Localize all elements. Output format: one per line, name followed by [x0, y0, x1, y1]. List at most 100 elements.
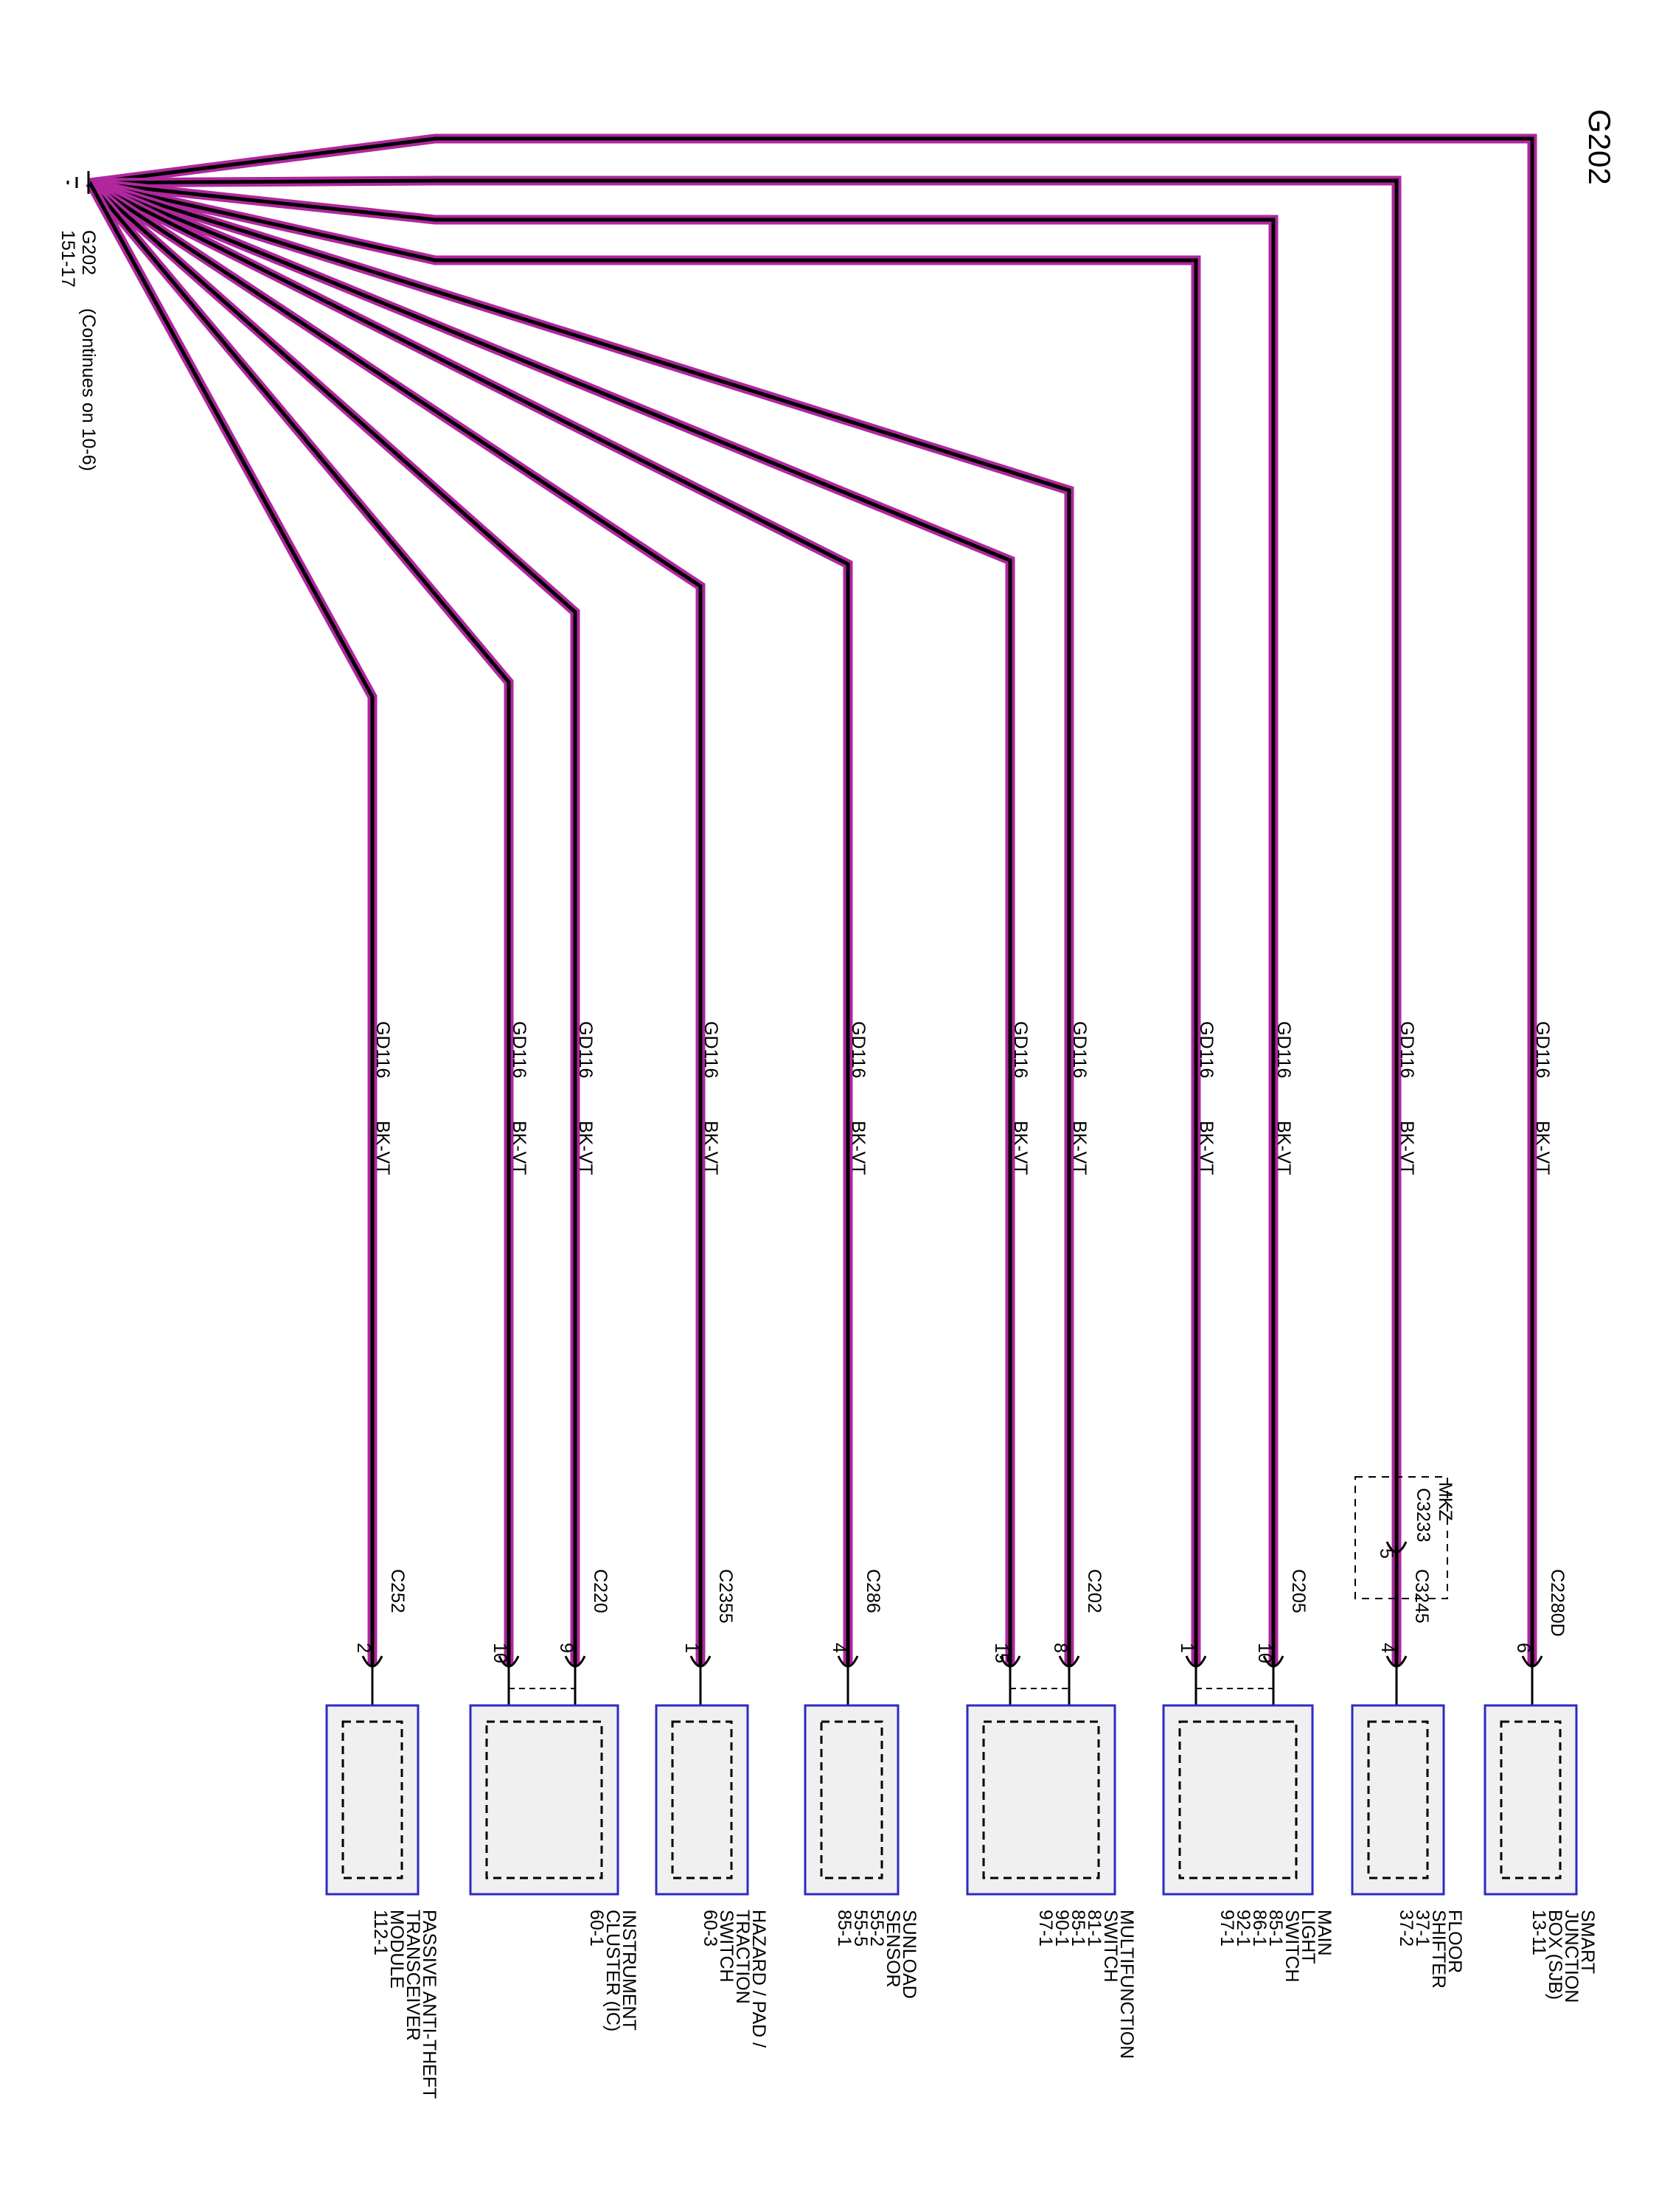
component-inner-sunload: [820, 1720, 883, 1879]
wire-core-cluster-a: [88, 181, 577, 1665]
component-label-floor-shifter-0: FLOOR: [1444, 1910, 1465, 1973]
component-inner-hazard: [671, 1720, 733, 1879]
component-label-multifunction-4: 90-1: [1051, 1910, 1072, 1947]
component-label-sjb-3: 13-11: [1528, 1910, 1549, 1955]
diagram-title: G202: [1582, 109, 1617, 185]
wire-core-multifunction-a: [89, 181, 1071, 1665]
pin-number-sjb: 6: [1513, 1643, 1534, 1653]
ground-continues-note: (Continues on 10-6): [78, 308, 99, 471]
connector-name-main-light-a: C205: [1288, 1569, 1309, 1613]
pin-number-cluster-b: 10: [490, 1643, 510, 1663]
component-inner-floor-shifter: [1367, 1720, 1429, 1879]
wire-cluster-b: [86, 179, 514, 1665]
component-label-multifunction-1: SWITCH: [1100, 1910, 1121, 1983]
component-inner-multifunction: [982, 1720, 1100, 1879]
wire-color-label-sunload: BK-VT: [848, 1121, 869, 1175]
component-label-main-light-1: LIGHT: [1298, 1910, 1318, 1964]
wire-color-label-sjb: BK-VT: [1532, 1121, 1553, 1175]
wire-pats: [86, 180, 378, 1665]
wire-color-label-hazard: BK-VT: [700, 1121, 721, 1175]
component-label-cluster-1: CLUSTER (IC): [602, 1910, 623, 2031]
wire-core-hazard: [88, 181, 703, 1665]
component-label-main-light-5: 92-1: [1233, 1910, 1253, 1947]
wires-layer: [86, 133, 1543, 1668]
circuit-label-multifunction-b: GD116: [1010, 1021, 1031, 1078]
wire-color-label-floor-shifter: BK-VT: [1397, 1121, 1417, 1175]
component-label-hazard-2: SWITCH: [716, 1910, 737, 1983]
wire-multifunction-b: [88, 178, 1015, 1665]
wire-core-sunload: [88, 181, 850, 1665]
component-label-hazard-0: HAZARD / PAD /: [748, 1910, 769, 2048]
component-inner-cluster: [485, 1720, 603, 1879]
component-label-pats-0: PASSIVE ANTI-THEFT: [419, 1910, 439, 2099]
component-inner-sjb: [1500, 1720, 1562, 1879]
labels-layer: GD116BK-VT6C2280DGD116BK-VT4C3245C32335M…: [353, 1021, 1598, 2099]
ground-ref: 151-17: [58, 230, 78, 288]
circuit-label-cluster-a: GD116: [575, 1021, 596, 1078]
component-label-floor-shifter-1: SHIFTER: [1428, 1910, 1449, 1989]
connector-name-multifunction-a: C202: [1084, 1569, 1105, 1613]
wire-core-floor-shifter: [89, 178, 1399, 1665]
wire-core-sjb: [89, 136, 1534, 1665]
component-label-main-light-0: MAIN: [1314, 1910, 1335, 1956]
circuit-label-main-light-b: GD116: [1196, 1021, 1217, 1078]
component-label-floor-shifter-3: 37-2: [1396, 1910, 1416, 1947]
pin-number-hazard: 1: [681, 1643, 702, 1653]
component-label-main-light-6: 97-1: [1217, 1910, 1237, 1947]
component-inner-pats: [341, 1720, 403, 1879]
wire-color-label-multifunction-a: BK-VT: [1069, 1121, 1090, 1175]
component-box-floor-shifter: [1351, 1704, 1445, 1896]
circuit-label-sjb: GD116: [1532, 1021, 1553, 1078]
component-label-main-light-4: 86-1: [1249, 1910, 1270, 1947]
wire-core-multifunction-b: [89, 181, 1012, 1665]
inline-connector-name: C3233: [1413, 1488, 1433, 1543]
circuit-label-floor-shifter: GD116: [1397, 1021, 1417, 1078]
ground-symbol-icon: [66, 171, 90, 194]
component-box-pats: [325, 1704, 420, 1896]
connector-name-hazard: C2355: [715, 1569, 736, 1624]
component-label-multifunction-3: 85-1: [1068, 1910, 1088, 1947]
wire-cluster-a: [86, 179, 580, 1665]
wire-color-label-cluster-b: BK-VT: [509, 1121, 529, 1175]
circuit-label-pats: GD116: [372, 1021, 393, 1078]
pin-number-sunload: 4: [829, 1643, 849, 1653]
component-box-sunload: [804, 1704, 900, 1896]
component-label-sjb-1: JUNCTION: [1561, 1910, 1582, 2003]
inline-connector-pin: 5: [1376, 1548, 1397, 1559]
wire-sunload: [88, 178, 853, 1665]
component-label-sunload-0: SUNLOAD: [899, 1910, 919, 1999]
connector-name-pats: C252: [387, 1569, 408, 1613]
component-label-multifunction-5: 97-1: [1035, 1910, 1056, 1947]
component-box-cluster: [469, 1704, 619, 1896]
component-label-hazard-1: TRACTION: [732, 1910, 753, 2004]
component-label-sunload-1: SENSOR: [883, 1910, 903, 1988]
wire-color-label-main-light-b: BK-VT: [1196, 1121, 1217, 1175]
wire-color-label-cluster-a: BK-VT: [575, 1121, 596, 1175]
component-box-hazard: [655, 1704, 749, 1896]
wire-core-cluster-b: [88, 181, 511, 1665]
wire-color-label-multifunction-b: BK-VT: [1010, 1121, 1031, 1175]
wire-core-main-light-a: [89, 181, 1276, 1665]
mkz-inline-group: [1354, 1476, 1448, 1599]
component-label-pats-1: TRANSCEIVER: [403, 1910, 423, 2041]
inline-connector-arrow: [1385, 1541, 1408, 1554]
wire-core-main-light-b: [89, 181, 1198, 1665]
component-box-multifunction: [966, 1704, 1116, 1896]
circuit-label-multifunction-a: GD116: [1069, 1021, 1090, 1078]
wire-main-light-a: [89, 178, 1279, 1665]
wire-sjb: [89, 133, 1537, 1665]
circuit-label-cluster-b: GD116: [509, 1021, 529, 1078]
inline-variant-label: MKZ: [1435, 1482, 1455, 1521]
component-label-sjb-0: SMART: [1577, 1910, 1598, 1974]
component-label-floor-shifter-2: 37-1: [1412, 1910, 1433, 1947]
pin-number-floor-shifter: 4: [1377, 1643, 1398, 1653]
connector-name-sunload: C286: [863, 1569, 883, 1613]
circuit-label-hazard: GD116: [700, 1021, 721, 1078]
component-label-sjb-2: BOX (SJB): [1545, 1910, 1565, 2000]
component-label-cluster-0: INSTRUMENT: [619, 1910, 639, 2031]
wire-color-label-main-light-a: BK-VT: [1273, 1121, 1294, 1175]
wire-core-pats: [88, 181, 375, 1665]
pin-number-main-light-b: 1: [1177, 1643, 1197, 1653]
connector-name-sjb: C2280D: [1547, 1569, 1568, 1637]
